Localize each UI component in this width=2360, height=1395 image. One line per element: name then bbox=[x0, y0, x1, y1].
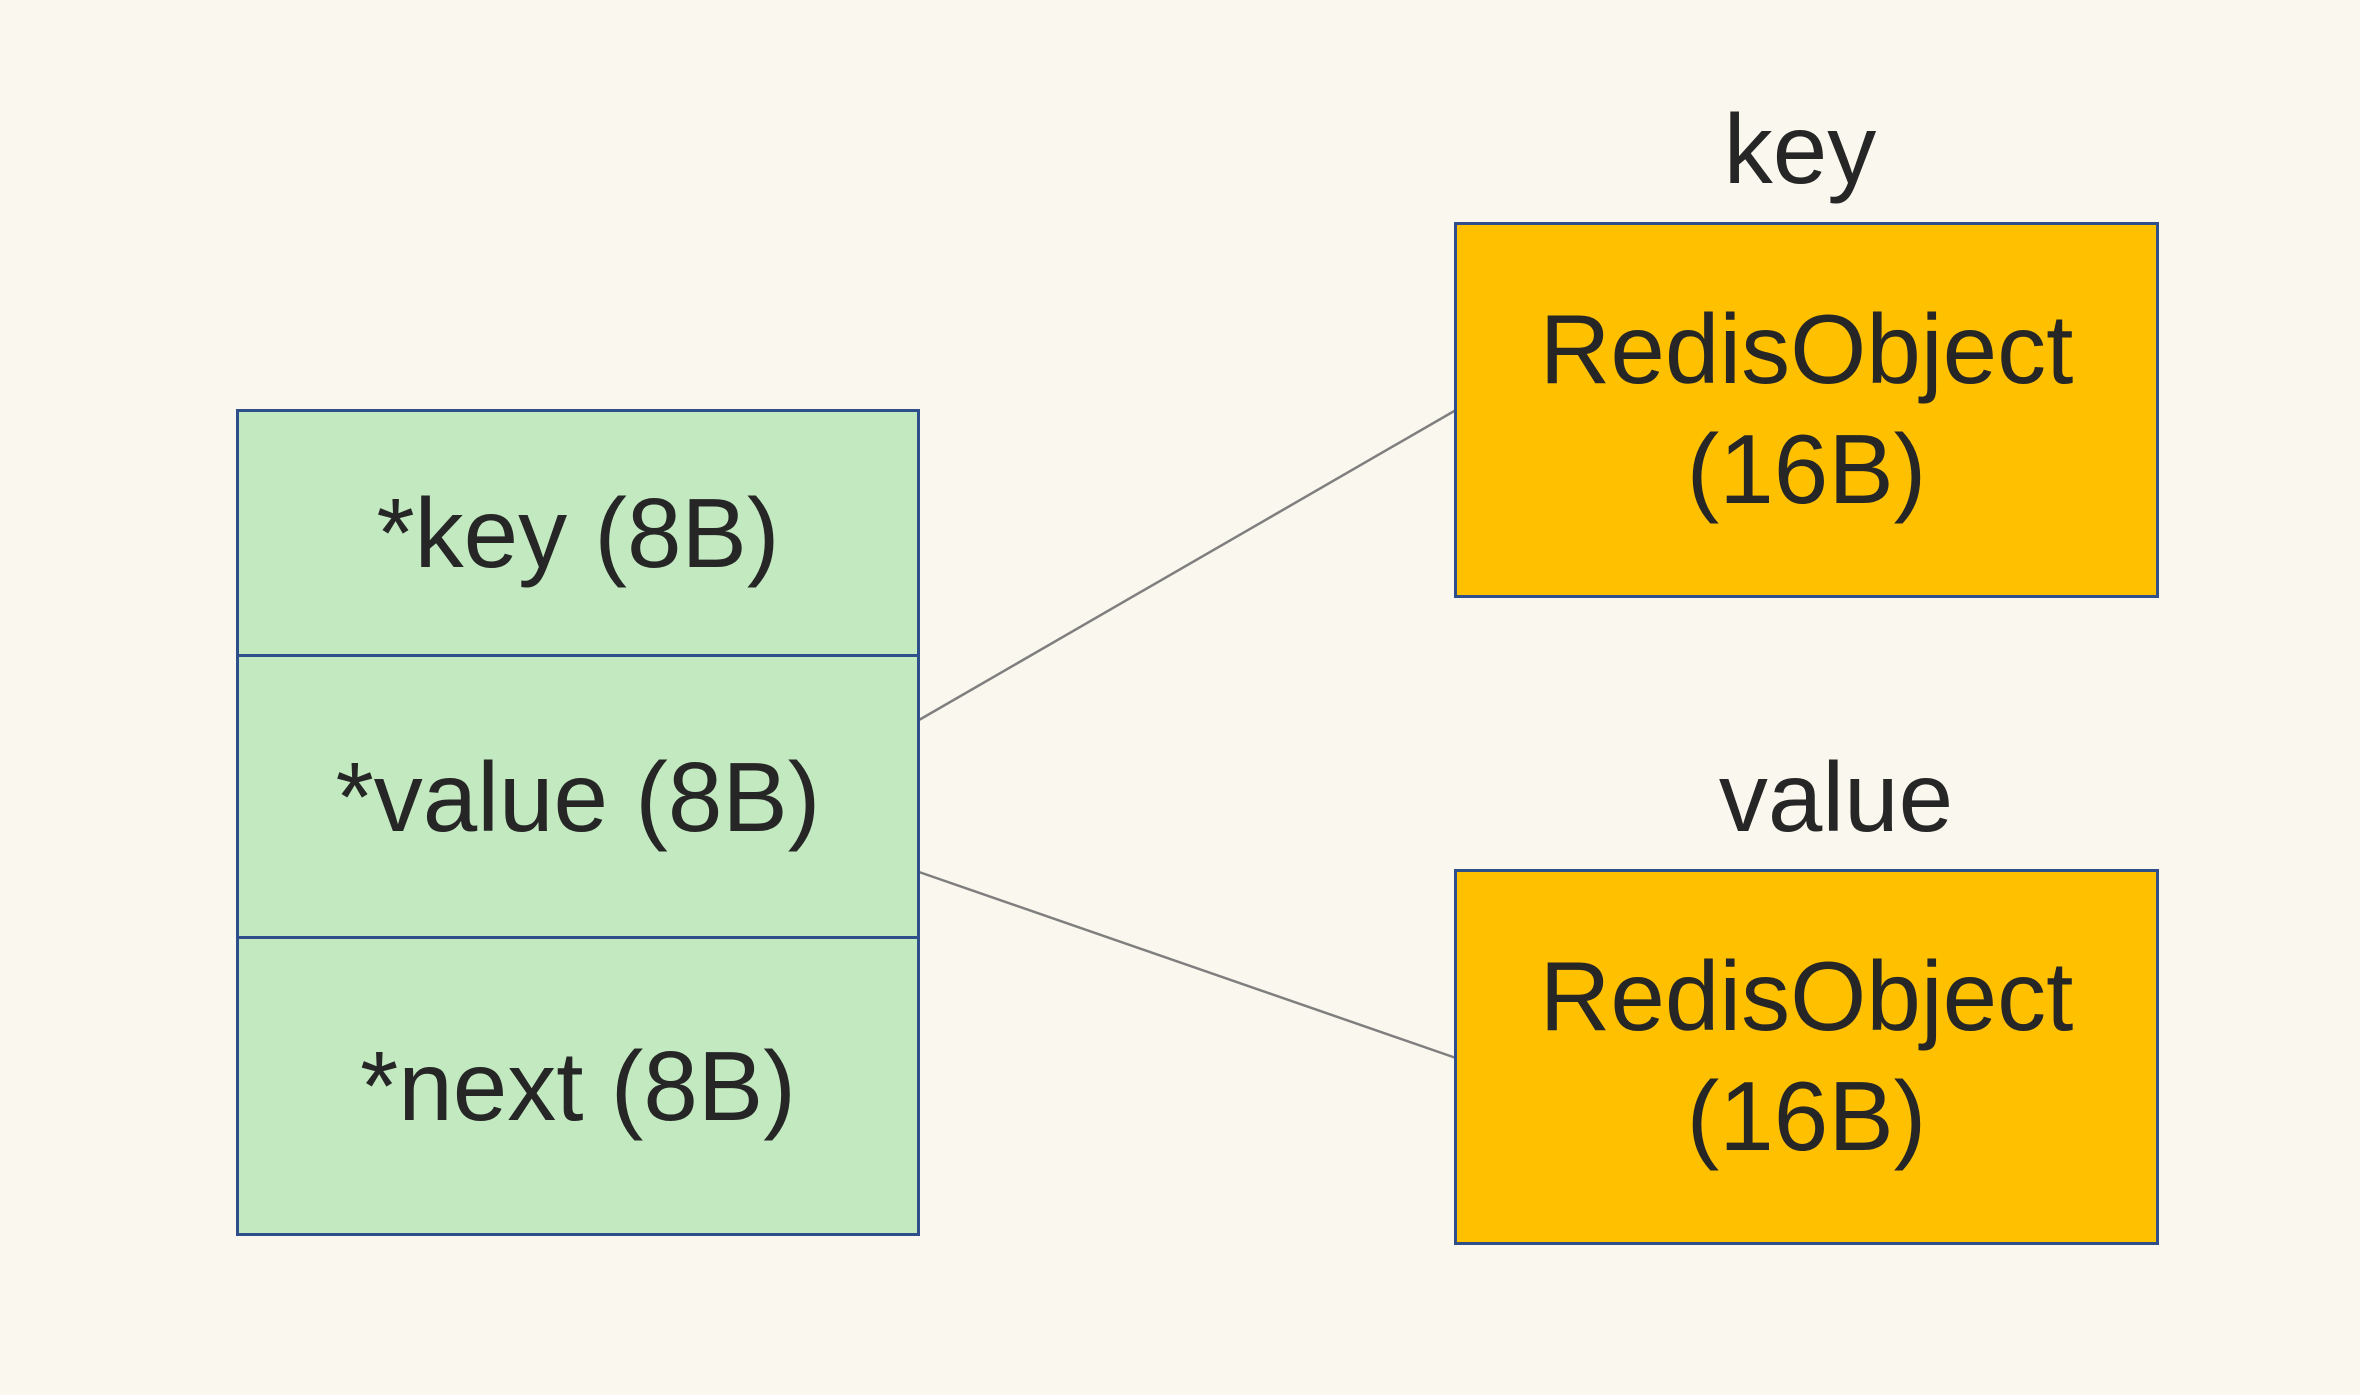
connector-key-pointer bbox=[918, 408, 1457, 722]
value-object-caption: value bbox=[1718, 742, 1954, 852]
value-redis-object-size: (16B) bbox=[1686, 1061, 1927, 1171]
entry-cell-key: *key (8B) bbox=[236, 409, 920, 657]
entry-cell-next: *next (8B) bbox=[236, 936, 920, 1236]
key-redis-object-size: (16B) bbox=[1686, 414, 1927, 524]
connector-value-pointer bbox=[918, 870, 1457, 1060]
entry-cell-value-label: *value (8B) bbox=[335, 741, 821, 852]
key-redis-object: RedisObject (16B) bbox=[1454, 222, 2159, 598]
value-redis-object: RedisObject (16B) bbox=[1454, 869, 2159, 1245]
value-redis-object-name: RedisObject bbox=[1539, 941, 2074, 1052]
entry-cell-next-label: *next (8B) bbox=[360, 1031, 796, 1141]
entry-cell-key-label: *key (8B) bbox=[376, 478, 780, 588]
entry-cell-value: *value (8B) bbox=[236, 654, 920, 939]
key-object-caption: key bbox=[1723, 94, 1877, 204]
key-redis-object-name: RedisObject bbox=[1539, 294, 2074, 405]
